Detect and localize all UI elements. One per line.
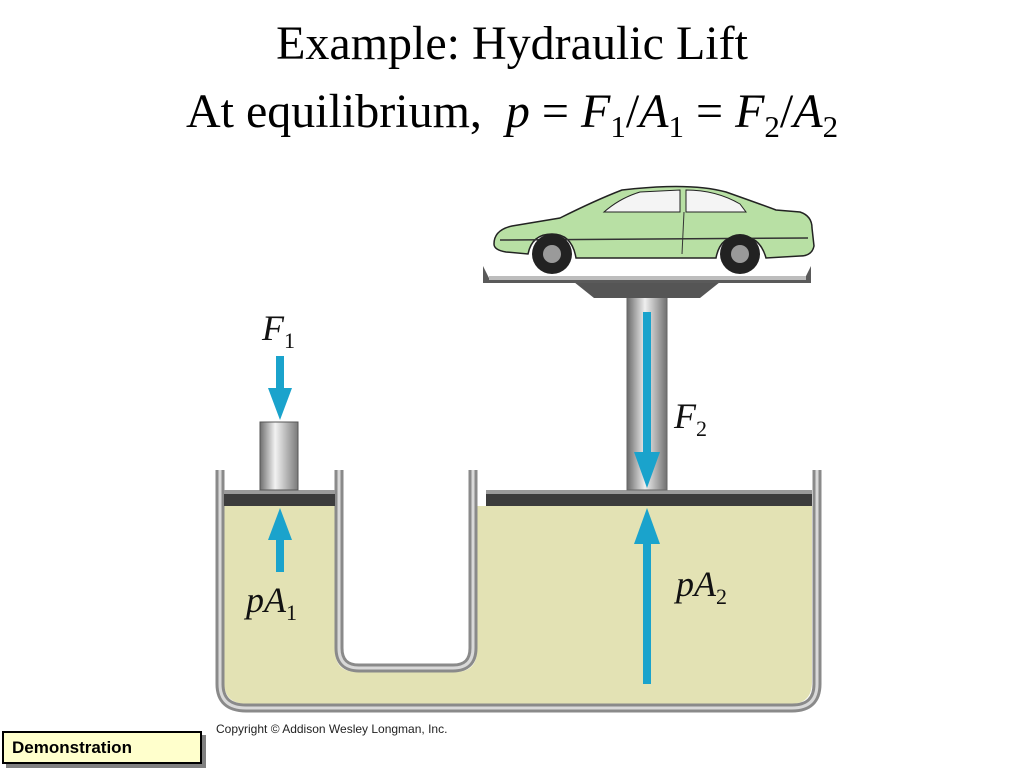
eq-a1-sub: 1 (668, 109, 684, 144)
lift-saddle (574, 282, 720, 298)
title-line-2: At equilibrium, p = F1/A1 = F2/A2 (0, 85, 1024, 144)
eq-f2-sub: 2 (764, 109, 780, 144)
f2-label: F2 (673, 396, 707, 441)
eq-sign-2: = (695, 85, 724, 138)
car-rear-hub (731, 245, 749, 263)
eq-slash-1: / (625, 85, 640, 138)
eq-f2: F (735, 85, 765, 138)
pa2-arrow (634, 508, 660, 684)
car-door-line (681, 211, 685, 255)
car-window-rear (685, 189, 747, 213)
eq-a1: A (639, 85, 669, 138)
eq-slash-2: / (779, 85, 794, 138)
hydraulic-fluid (224, 506, 812, 704)
pa2-label: pA2 (673, 564, 727, 609)
pa1-label: pA1 (243, 580, 297, 625)
eq-f1: F (580, 85, 611, 138)
eq-f1-sub: 1 (610, 109, 626, 144)
eq-a2: A (793, 85, 823, 138)
car-window (602, 189, 681, 213)
copyright-text: Copyright © Addison Wesley Longman, Inc. (216, 722, 448, 736)
container-wall-inner (218, 470, 819, 710)
large-piston-top (486, 490, 812, 494)
title-line-1: Example: Hydraulic Lift (276, 17, 748, 70)
f2-arrow (634, 312, 660, 488)
f1-label: F1 (261, 308, 295, 353)
small-piston-top (224, 490, 335, 494)
demonstration-button[interactable]: Demonstration (2, 731, 202, 764)
lift-platform (483, 266, 811, 283)
u-tube-divider-inner (337, 470, 475, 670)
eq-sign-1: = (541, 85, 569, 138)
small-cylinder (259, 421, 299, 491)
f1-arrow (268, 356, 292, 420)
eq-p: p (505, 85, 530, 138)
eq-a2-sub: 2 (822, 109, 839, 144)
u-tube-divider (334, 470, 478, 673)
car (493, 185, 815, 274)
pa1-arrow (268, 508, 292, 572)
car-front-hub (543, 245, 561, 263)
title-prefix: At equilibrium, (185, 85, 482, 138)
lift-platform-top (489, 276, 806, 280)
